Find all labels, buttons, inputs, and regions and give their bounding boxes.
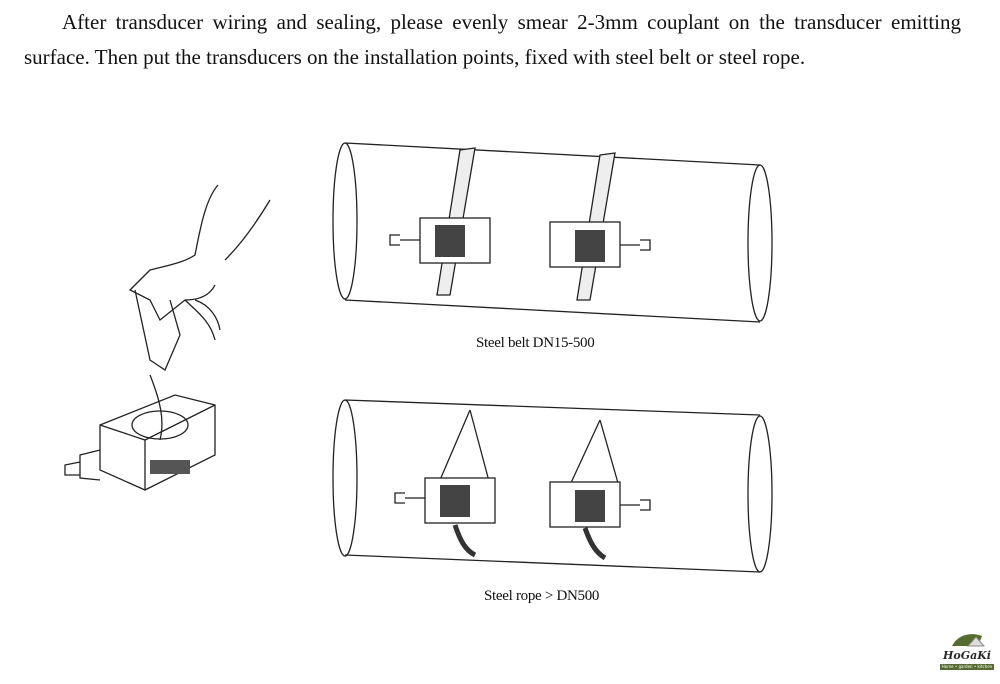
steel-rope-caption: Steel rope > DN500 — [484, 588, 600, 604]
logo-tagline: Home • garden • kitchen — [940, 664, 994, 670]
instruction-paragraph: After transducer wiring and sealing, ple… — [24, 10, 961, 69]
leaf-house-icon — [952, 634, 986, 647]
couplant-application-illustration — [64, 184, 271, 491]
steel-rope-pipe-illustration — [332, 399, 773, 573]
steel-belt-pipe-illustration — [332, 142, 773, 323]
logo-wordmark: HoGaKi — [943, 649, 991, 662]
hogaki-logo: HoGaKi Home • garden • kitchen — [938, 628, 996, 678]
steel-belt-caption: Steel belt DN15-500 — [476, 335, 595, 351]
